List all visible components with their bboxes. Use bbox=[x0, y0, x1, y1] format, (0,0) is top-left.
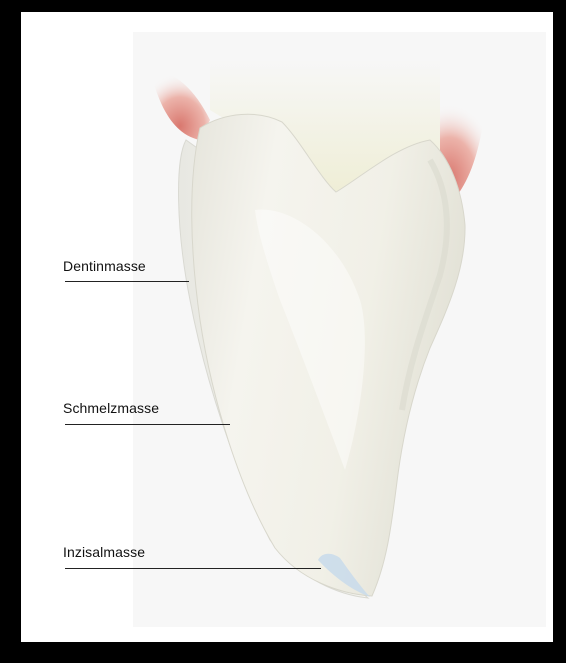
leader-line-incisal bbox=[65, 568, 321, 569]
label-enamel: Schmelzmasse bbox=[63, 400, 159, 416]
leader-line-enamel bbox=[65, 424, 230, 425]
label-incisal: Inzisalmasse bbox=[63, 544, 145, 560]
leader-line-dentin bbox=[65, 281, 189, 282]
label-dentin: Dentinmasse bbox=[63, 258, 146, 274]
